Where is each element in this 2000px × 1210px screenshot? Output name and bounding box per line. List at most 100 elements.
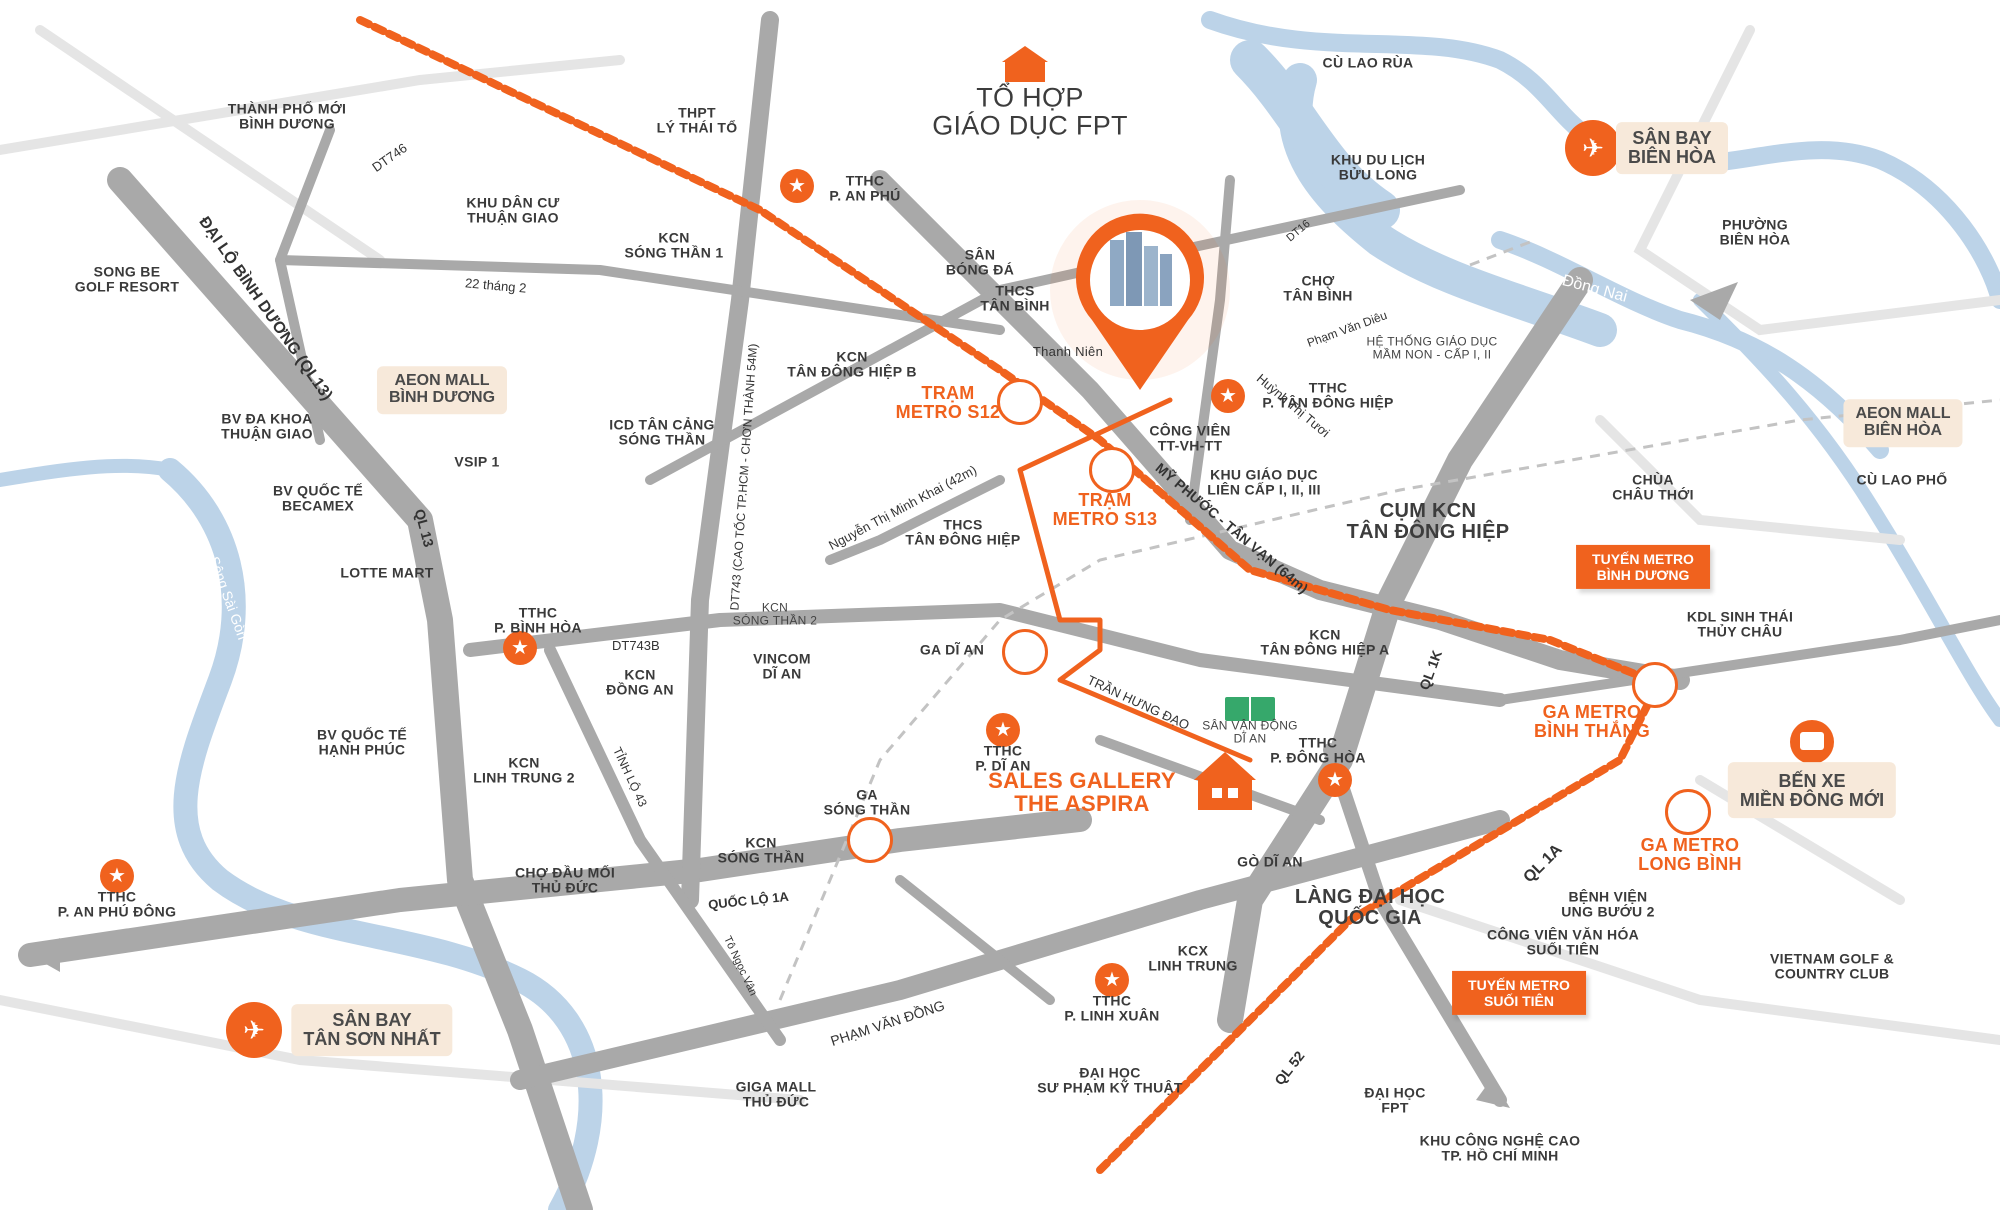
- place-khu-cong-nghe: KHU CÔNG NGHỆ CAO TP. HỒ CHÍ MINH: [1419, 1132, 1581, 1163]
- tthc-linh-xuan-star-icon: ★: [1095, 963, 1129, 997]
- minor-roads: [0, 25, 2000, 1105]
- place-san-bong-da: SÂN BÓNG ĐÁ: [945, 246, 1015, 277]
- fpt-title: TỔ HỢP GIÁO DỤC FPT: [932, 82, 1128, 141]
- station-s13-icon: [1089, 447, 1135, 493]
- ben-xe-box: BẾN XE MIỀN ĐÔNG MỚI: [1727, 762, 1897, 818]
- tthc-linh-xuan-label: TTHC P. LINH XUÂN: [1064, 992, 1160, 1023]
- place-vincom: VINCOM DĨ AN: [753, 650, 811, 681]
- place-dh-su-pham: ĐẠI HỌC SƯ PHẠM KỸ THUẬT: [1037, 1064, 1183, 1095]
- place-go-di-an: GÒ DĨ AN: [1237, 853, 1303, 870]
- tuyen-binh-duong-callout: TUYẾN METRO BÌNH DƯƠNG: [1576, 544, 1710, 590]
- song-sai-gon-river: [158, 458, 603, 1210]
- metro-s13-label: TRẠM METRO S13: [1052, 490, 1158, 529]
- place-benh-vien-ung-buou: BỆNH VIỆN UNG BƯỚU 2: [1561, 888, 1655, 919]
- place-kdl-sinh-thai: KDL SINH THÁI THỦY CHÂU: [1686, 608, 1794, 639]
- fpt-building-icon: [1002, 46, 1048, 82]
- place-giga-mall: GIGA MALL THỦ ĐỨC: [735, 1078, 817, 1109]
- thanh-nien-label: Thanh Niên: [1032, 344, 1104, 360]
- airport-bien-hoa-icon: ✈: [1565, 120, 1621, 176]
- place-thanh-pho-moi: THÀNH PHỐ MỚI BÌNH DƯƠNG: [227, 100, 347, 131]
- stadium-icon: [1225, 697, 1275, 721]
- tthc-di-an-label: TTHC P. DĨ AN: [975, 742, 1031, 773]
- tthc-tdh-label: TTHC P. TÂN ĐÔNG HIỆP: [1262, 379, 1394, 410]
- arrow-west-icon: [30, 938, 60, 972]
- place-kcn-linh-trung-2: KCN LINH TRUNG 2: [473, 754, 575, 785]
- place-kcn-st2: KCN SÓNG THẦN 2: [732, 600, 818, 627]
- place-cho-tan-binh: CHỢ TÂN BÌNH: [1283, 272, 1353, 303]
- place-kdc-thuan-giao: KHU DÂN CƯ THUẬN GIAO: [466, 194, 560, 225]
- place-he-thong-giao-duc: HỆ THỐNG GIÁO DỤC MẦM NON - CẤP I, II: [1366, 334, 1498, 361]
- san-bay-tsn-label: SÂN BAY TÂN SƠN NHẤT: [291, 1004, 453, 1056]
- tthc-an-phu-dong-label: TTHC P. AN PHÚ ĐÔNG: [57, 888, 177, 919]
- place-bv-becamex: BV QUỐC TẾ BECAMEX: [272, 482, 364, 513]
- pham-van-dong-road: [510, 810, 1510, 1090]
- place-kcn-tdh-a: KCN TÂN ĐÔNG HIỆP A: [1260, 626, 1390, 657]
- road-dt743b: DT743B: [612, 638, 660, 653]
- tthc-binh-hoa-star-icon: ★: [503, 631, 537, 665]
- tthc-tdh-star-icon: ★: [1211, 379, 1245, 413]
- tuyen-suoi-tien-callout: TUYẾN METRO SUỐI TIÊN: [1452, 970, 1586, 1016]
- place-thpt: THPT LÝ THÁI TỔ: [656, 104, 738, 135]
- project-pin: [1050, 200, 1230, 390]
- road-arrows: [30, 282, 1738, 1108]
- place-thcs-tan-binh: THCS TÂN BÌNH: [980, 282, 1050, 313]
- sales-gallery-label: SALES GALLERY THE ASPIRA: [988, 767, 1176, 816]
- tthc-dong-hoa-star-icon: ★: [1318, 763, 1352, 797]
- place-khu-du-lich: KHU DU LỊCH BỬU LONG: [1330, 151, 1426, 182]
- metro-lines: [356, 16, 1664, 1174]
- place-icd: ICD TÂN CẢNG SÓNG THẦN: [609, 416, 715, 447]
- place-kcn-song-than: KCN SÓNG THẦN: [717, 834, 805, 865]
- place-vsip1: VSIP 1: [454, 453, 500, 470]
- station-di-an-icon: [1002, 629, 1048, 675]
- place-cong-vien: CÔNG VIÊN TT-VH-TT: [1149, 422, 1231, 453]
- place-cu-lao-rua: CÙ LAO RÙA: [1322, 54, 1414, 71]
- place-chua-chau-thoi: CHÙA CHÂU THỚI: [1612, 471, 1694, 502]
- tthc-di-an-star-icon: ★: [986, 713, 1020, 747]
- tthc-binh-hoa-label: TTHC P. BÌNH HÒA: [494, 604, 582, 635]
- place-thcs-tdh: THCS TÂN ĐÔNG HIỆP: [905, 516, 1021, 547]
- metro-s12-label: TRẠM METRO S12: [895, 383, 1001, 422]
- place-kcx-linh-trung: KCX LINH TRUNG: [1148, 942, 1238, 973]
- arrow-bien-hoa-icon: [1690, 282, 1738, 320]
- airport-tsn-icon: ✈: [226, 1002, 282, 1058]
- place-kcn-dong-an: KCN ĐỒNG AN: [606, 666, 674, 697]
- arrow-southeast-icon: [1476, 1078, 1510, 1108]
- place-lang-dai-hoc: LÀNG ĐẠI HỌC QUỐC GIA: [1294, 886, 1446, 929]
- place-cu-lao-pho: CÙ LAO PHỐ: [1856, 471, 1948, 488]
- railway: [778, 240, 2000, 1001]
- ql13-road: [107, 167, 593, 1210]
- bus-icon: [1790, 720, 1834, 764]
- place-song-be-golf: SONG BE GOLF RESORT: [74, 263, 180, 294]
- place-cho-dau-moi: CHỢ ĐẦU MỐI THỦ ĐỨC: [514, 864, 616, 895]
- place-vietnam-golf: VIETNAM GOLF & COUNTRY CLUB: [1770, 950, 1894, 981]
- dt743-road: [681, 11, 779, 909]
- place-svd-di-an: SÂN VẬN ĐỘNG DĨ AN: [1202, 718, 1298, 745]
- tthc-an-phu-label: TTHC P. AN PHÚ: [829, 172, 901, 203]
- station-long-binh-icon: [1665, 789, 1711, 835]
- tthc-an-phu-star-icon: ★: [780, 169, 814, 203]
- place-khu-giao-duc: KHU GIÁO DỤC LIÊN CẤP I, II, III: [1207, 466, 1321, 497]
- san-bay-bien-hoa-label: SÂN BAY BIÊN HÒA: [1615, 122, 1729, 174]
- place-kcn-st1: KCN SÓNG THẦN 1: [624, 229, 724, 260]
- ga-long-binh-label: GA METRO LONG BÌNH: [1638, 835, 1742, 874]
- metro-binh-duong-line: [356, 16, 1654, 684]
- ga-binh-thang-label: GA METRO BÌNH THẮNG: [1534, 702, 1650, 741]
- station-s12-icon: [997, 379, 1043, 425]
- aeon-binh-duong-box: AEON MALL BÌNH DƯƠNG: [376, 366, 508, 414]
- place-kcn-tdh-b: KCN TÂN ĐÔNG HIỆP B: [787, 348, 917, 379]
- ga-song-than-label: GA SÓNG THẦN: [823, 786, 911, 817]
- aeon-bien-hoa-box: AEON MALL BIÊN HÒA: [1843, 399, 1963, 447]
- tthc-dong-hoa-label: TTHC P. ĐÔNG HÒA: [1270, 734, 1366, 765]
- ga-di-an-label: GA DĨ AN: [919, 641, 985, 658]
- station-binh-thang-icon: [1632, 662, 1678, 708]
- sales-gallery-house-icon: [1194, 752, 1256, 810]
- place-dh-fpt: ĐẠI HỌC FPT: [1364, 1084, 1426, 1115]
- place-bv-hanh-phuc: BV QUỐC TẾ HẠNH PHÚC: [316, 726, 408, 757]
- tthc-an-phu-dong-star-icon: ★: [100, 859, 134, 893]
- route-project-to-gallery: [1017, 397, 1253, 763]
- place-phuong-bien-hoa: PHƯỜNG BIÊN HÒA: [1719, 216, 1791, 247]
- place-lotte-mart: LOTTE MART: [340, 564, 434, 581]
- place-bv-da-khoa: BV ĐA KHOA THUẬN GIAO: [221, 410, 313, 441]
